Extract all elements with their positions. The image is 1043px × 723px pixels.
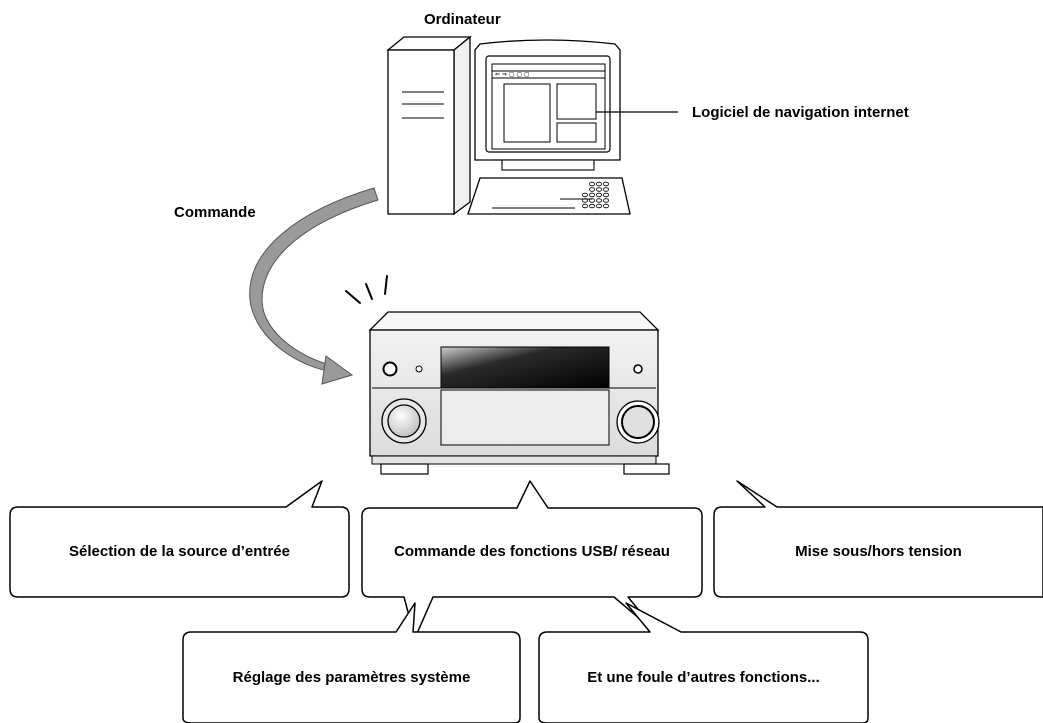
receiver-display bbox=[440, 346, 610, 389]
keypad-key bbox=[603, 203, 610, 209]
bubble-power bbox=[713, 480, 1043, 598]
bubble-power-text: Mise sous/hors tension bbox=[795, 543, 962, 560]
keypad-key bbox=[589, 203, 596, 209]
keypad-key bbox=[589, 192, 596, 198]
keypad-key bbox=[603, 192, 610, 198]
keypad-key bbox=[603, 187, 610, 192]
power-button-icon bbox=[382, 361, 398, 377]
keypad-key bbox=[596, 187, 603, 192]
browser-label: Logiciel de navigation internet bbox=[692, 104, 909, 121]
input-knob-icon bbox=[381, 398, 427, 444]
standby-led-icon bbox=[415, 365, 423, 373]
keypad-key bbox=[596, 203, 603, 209]
bubble-other-functions-text: Et une foule d’autres fonctions... bbox=[587, 668, 820, 686]
av-receiver bbox=[368, 311, 670, 475]
computer-illustration: ⇐ ⇒ ▢ ▢ ▢ bbox=[386, 35, 678, 216]
control-arrow bbox=[249, 187, 379, 385]
keypad-key bbox=[589, 187, 596, 192]
bubble-input-selection bbox=[9, 480, 350, 598]
keypad-key bbox=[582, 192, 589, 198]
keypad-key bbox=[582, 203, 589, 209]
keypad-key bbox=[589, 198, 596, 203]
computer-label: Ordinateur bbox=[424, 11, 501, 28]
keypad-key bbox=[596, 192, 603, 198]
volume-knob-icon bbox=[616, 400, 660, 444]
keyboard bbox=[467, 177, 631, 215]
keypad-key bbox=[596, 181, 603, 187]
bubble-input-selection-text: Sélection de la source d’entrée bbox=[69, 543, 290, 560]
signal-ticks-icon bbox=[345, 275, 388, 304]
keypad-key bbox=[603, 198, 610, 203]
keypad-key bbox=[589, 181, 596, 187]
browser-toolbar-glyphs: ⇐ ⇒ ▢ ▢ ▢ bbox=[495, 71, 530, 78]
phones-jack-icon bbox=[633, 364, 643, 374]
keypad-key bbox=[596, 198, 603, 203]
bubble-usb-network-text: Commande des fonctions USB/ réseau bbox=[394, 543, 670, 560]
receiver-panel-door bbox=[440, 389, 610, 446]
keypad-key bbox=[603, 181, 610, 187]
tower-case bbox=[386, 35, 472, 216]
control-label: Commande bbox=[174, 204, 256, 221]
keypad-key bbox=[582, 198, 589, 203]
bubble-system-params-text: Réglage des paramètres système bbox=[232, 668, 471, 686]
monitor bbox=[474, 39, 621, 171]
